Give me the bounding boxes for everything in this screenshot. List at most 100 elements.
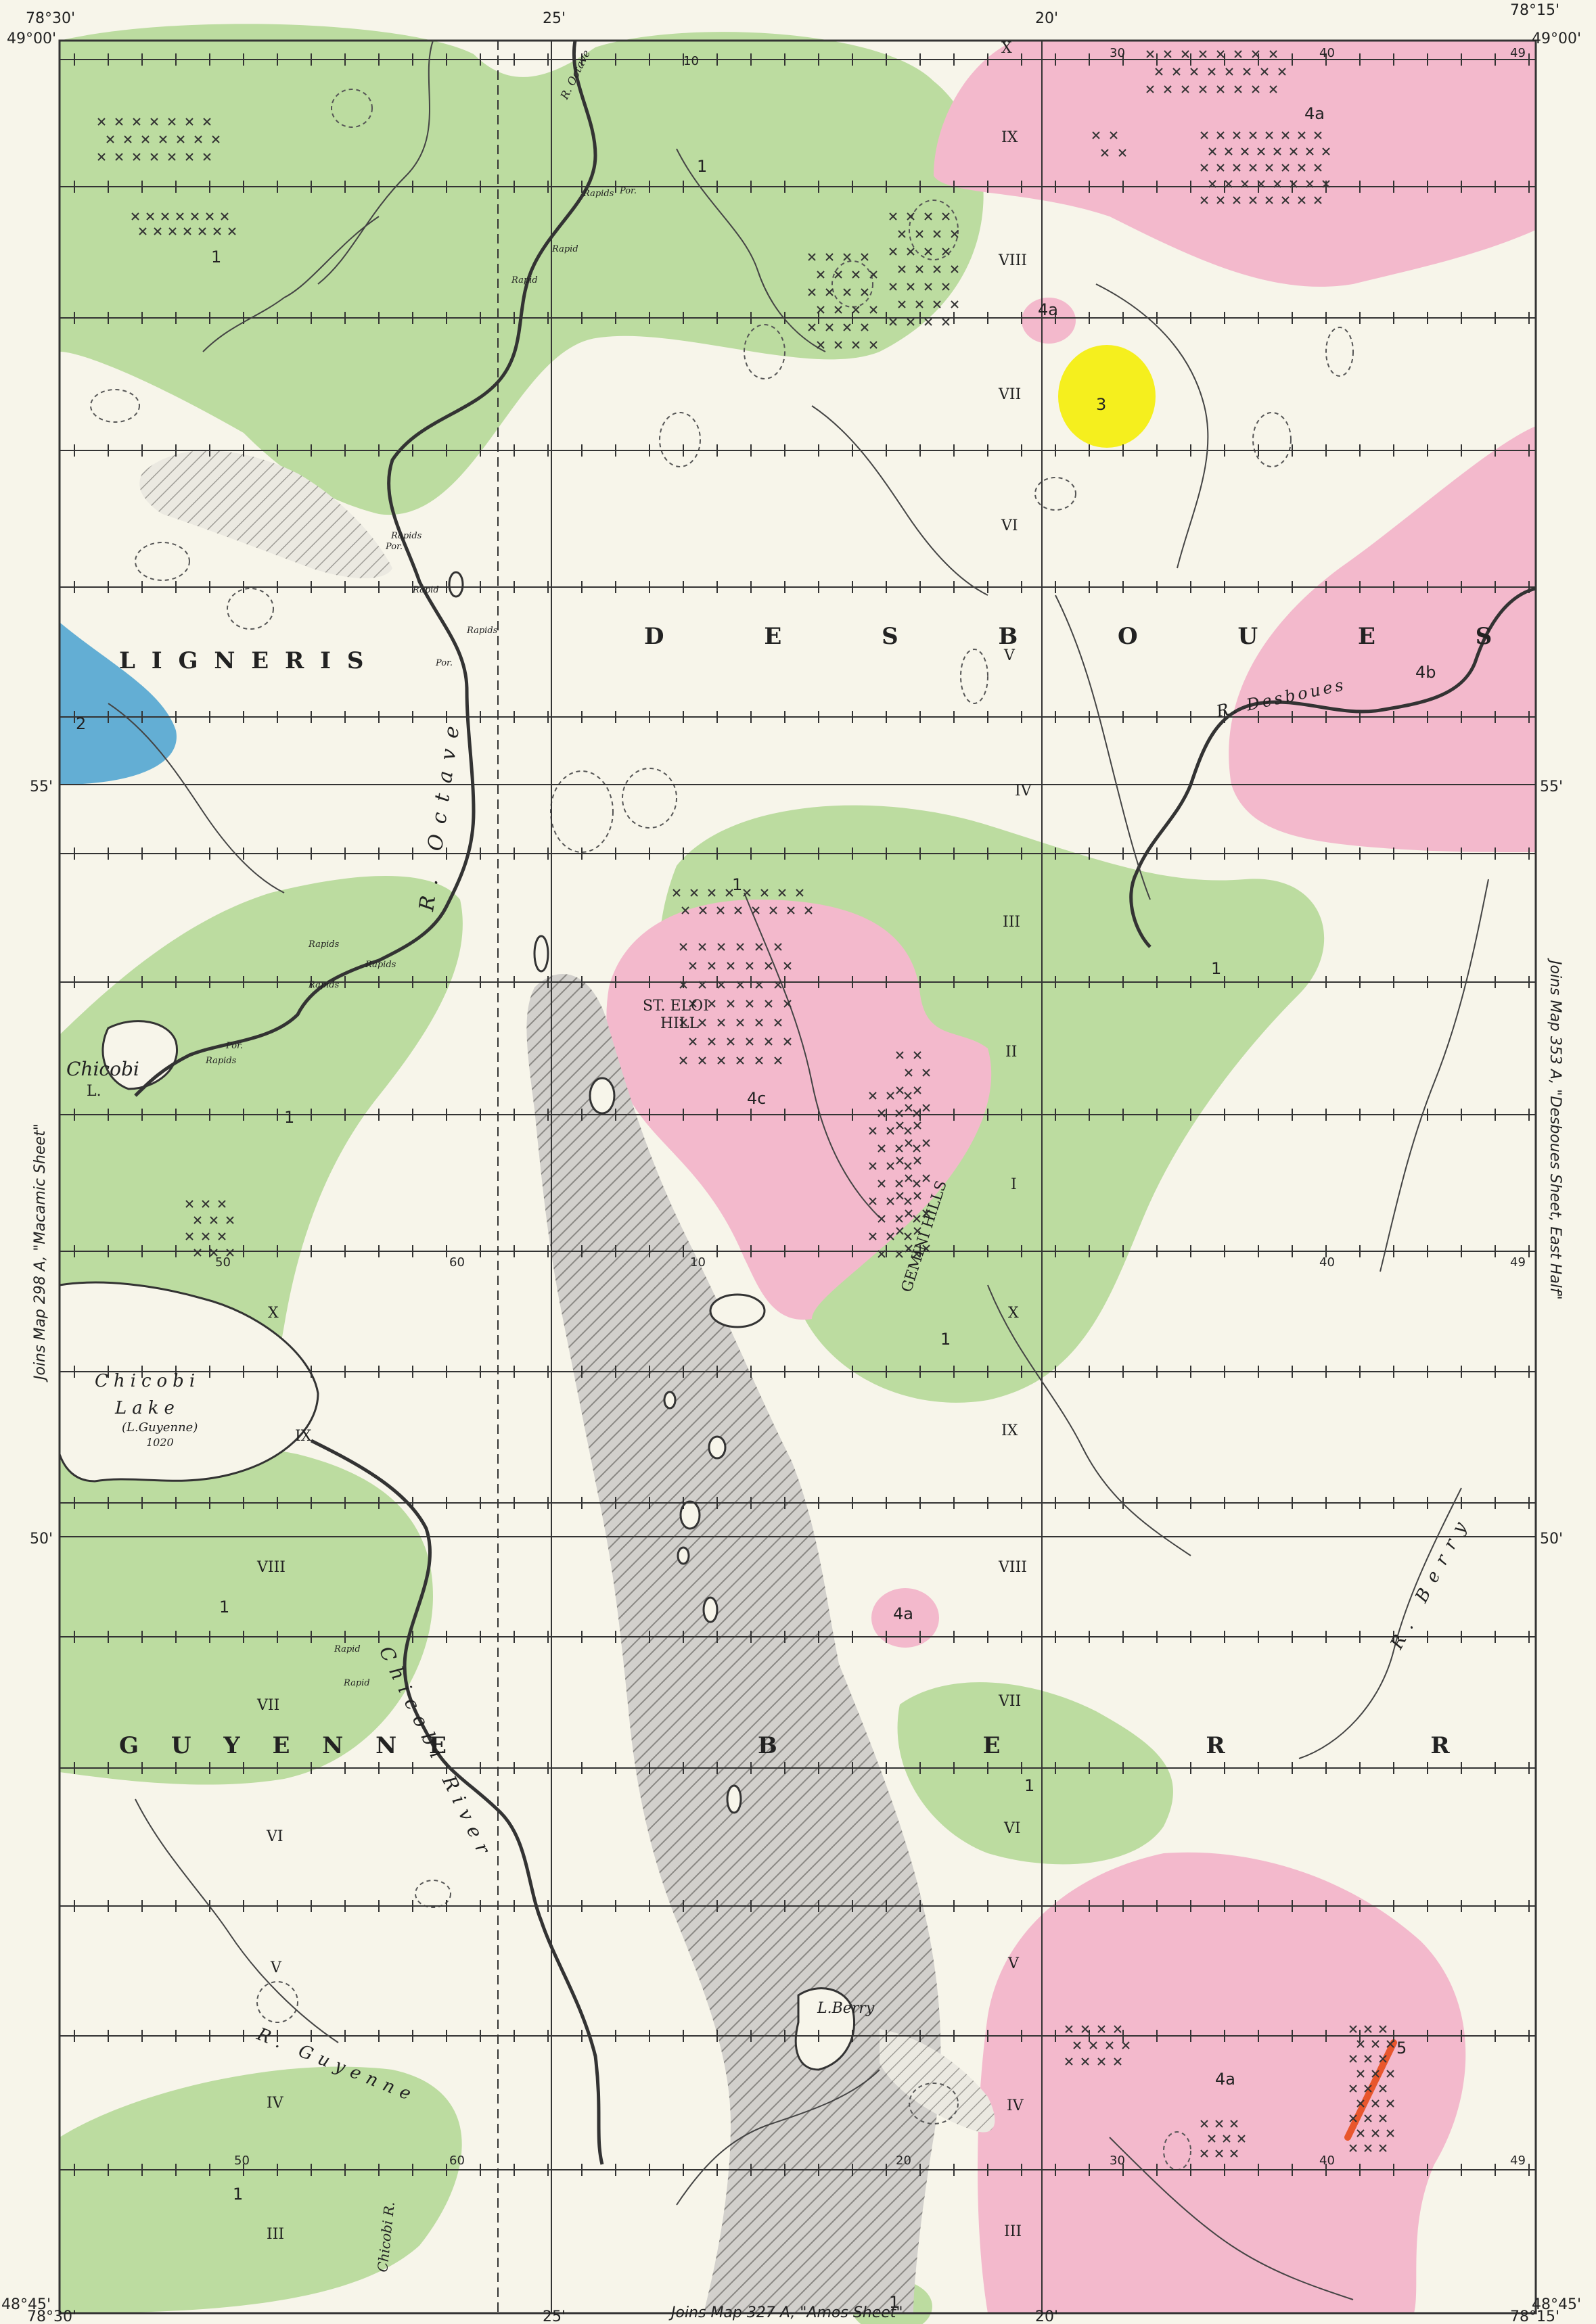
- outcrop-x: [698, 943, 706, 951]
- unit-label-3: 3: [1096, 395, 1106, 414]
- outcrop-x: [1092, 131, 1100, 139]
- outcrop-x: [736, 943, 744, 951]
- outcrop-x: [951, 265, 959, 273]
- outcrop-x: [1281, 164, 1290, 172]
- outcrop-x: [817, 341, 825, 349]
- rapids-note: Rapids: [365, 960, 396, 970]
- rapids-note: Rapid: [334, 1644, 361, 1654]
- outcrop-x: [146, 212, 154, 220]
- lot-number: 10: [690, 1255, 706, 1270]
- outcrop-x: [203, 153, 211, 161]
- outcrop-x: [213, 227, 221, 235]
- esker-nw: [139, 450, 392, 578]
- chicobi-lake-label-3: (L.Guyenne): [122, 1420, 198, 1435]
- outcrop-x: [1243, 68, 1251, 76]
- lot-number: 30: [1110, 46, 1125, 60]
- outcrop-x: [942, 248, 950, 256]
- outcrop-x: [690, 889, 698, 897]
- corner-bl-lon: 78°30': [27, 2308, 76, 2324]
- outcrop-x: [746, 1038, 754, 1046]
- unit-4c-area: [606, 900, 992, 1320]
- outcrop-x: [922, 1139, 930, 1147]
- lot-number: 60: [449, 2154, 465, 2168]
- outcrop-x: [1265, 196, 1273, 204]
- outcrop-x: [889, 212, 897, 220]
- outcrop-x: [1349, 2144, 1357, 2152]
- outcrop-x: [1234, 50, 1242, 58]
- outcrop-x: [1215, 2120, 1223, 2128]
- outcrop-x: [1364, 2144, 1372, 2152]
- outcrop-x: [708, 889, 716, 897]
- outcrop-x: [896, 1086, 904, 1094]
- swamp-12: [1252, 412, 1292, 467]
- outcrop-x: [783, 1038, 792, 1046]
- outcrop-x: [1386, 2040, 1394, 2048]
- range-numeral: I: [1011, 1176, 1017, 1193]
- unit-4a-area-small-n: [1022, 298, 1076, 344]
- swamp-8: [744, 324, 785, 379]
- outcrop-x: [843, 253, 851, 261]
- outcrop-x: [904, 1232, 912, 1240]
- outcrop-x: [765, 1038, 773, 1046]
- outcrop-x: [817, 271, 825, 279]
- swamp-7: [659, 412, 701, 467]
- rapids-note: Rapids: [308, 939, 340, 950]
- range-numeral: IX: [1001, 1422, 1018, 1439]
- outcrop-x: [1273, 180, 1281, 188]
- outcrop-x: [915, 230, 924, 238]
- outcrop-x: [193, 1216, 202, 1224]
- outcrop-x: [913, 1121, 921, 1130]
- outcrop-x: [1281, 131, 1290, 139]
- outcrop-x: [913, 1144, 921, 1153]
- lot-numbers: 10 30 40 49 50 60 10 40 49 50 60 20 30 4…: [215, 46, 1526, 2168]
- outcrop-x: [210, 1249, 218, 1257]
- outcrop-x: [1073, 2041, 1081, 2049]
- range-numeral: III: [1004, 2223, 1022, 2240]
- outcrop-x: [699, 906, 707, 914]
- outcrop-x: [679, 1019, 687, 1027]
- range-numeral: II: [1005, 1044, 1017, 1061]
- lake-small-5: [726, 1784, 742, 1814]
- outcrop-x: [1356, 2040, 1365, 2048]
- outcrop-x: [898, 300, 906, 308]
- outcrop-x: [942, 212, 950, 220]
- neatline: [58, 39, 1537, 2315]
- outcrop-x: [1230, 2120, 1238, 2128]
- township-berry: B E R R Y: [758, 1732, 1596, 1759]
- stream: [1298, 1487, 1462, 1759]
- outcrop-x: [895, 1180, 903, 1188]
- outcrop-x: [834, 341, 842, 349]
- outcrop-x: [951, 300, 959, 308]
- outcrop-x: [679, 981, 687, 989]
- minute-55-left: 55': [30, 778, 53, 795]
- outcrop-x: [915, 265, 924, 273]
- outcrop-x: [202, 1200, 210, 1208]
- outcrop-x: [907, 212, 915, 220]
- outcrop-x: [1146, 85, 1154, 93]
- river-octave: [134, 40, 597, 1097]
- outcrop-x: [896, 1051, 904, 1059]
- bedrock-outcrop-symbols: [97, 50, 1394, 2158]
- outcrop-x: [106, 135, 114, 143]
- range-numeral: VI: [1003, 1820, 1021, 1837]
- outcrop-x: [774, 981, 782, 989]
- outcrop-x: [717, 1019, 725, 1027]
- outcrop-x: [913, 1192, 921, 1200]
- unit-label-4a: 4a: [1304, 104, 1325, 123]
- outcrop-x: [905, 1174, 913, 1182]
- unit-2-area: [60, 622, 177, 785]
- unit-label-4a: 4a: [893, 1604, 913, 1623]
- unit-label-1: 1: [284, 1108, 294, 1127]
- lake-center: [709, 1293, 766, 1328]
- outcrop-x: [1314, 131, 1322, 139]
- outcrop-x: [886, 1127, 894, 1135]
- outcrop-x: [895, 1109, 903, 1117]
- outcrop-x: [698, 1056, 706, 1065]
- outcrop-x: [1065, 2058, 1073, 2066]
- stream: [317, 40, 434, 285]
- outcrop-x: [1386, 2070, 1394, 2078]
- outcrop-x: [760, 889, 769, 897]
- outcrop-x: [913, 1051, 921, 1059]
- outcrop-x: [198, 227, 206, 235]
- range-numeral: X: [268, 1305, 279, 1322]
